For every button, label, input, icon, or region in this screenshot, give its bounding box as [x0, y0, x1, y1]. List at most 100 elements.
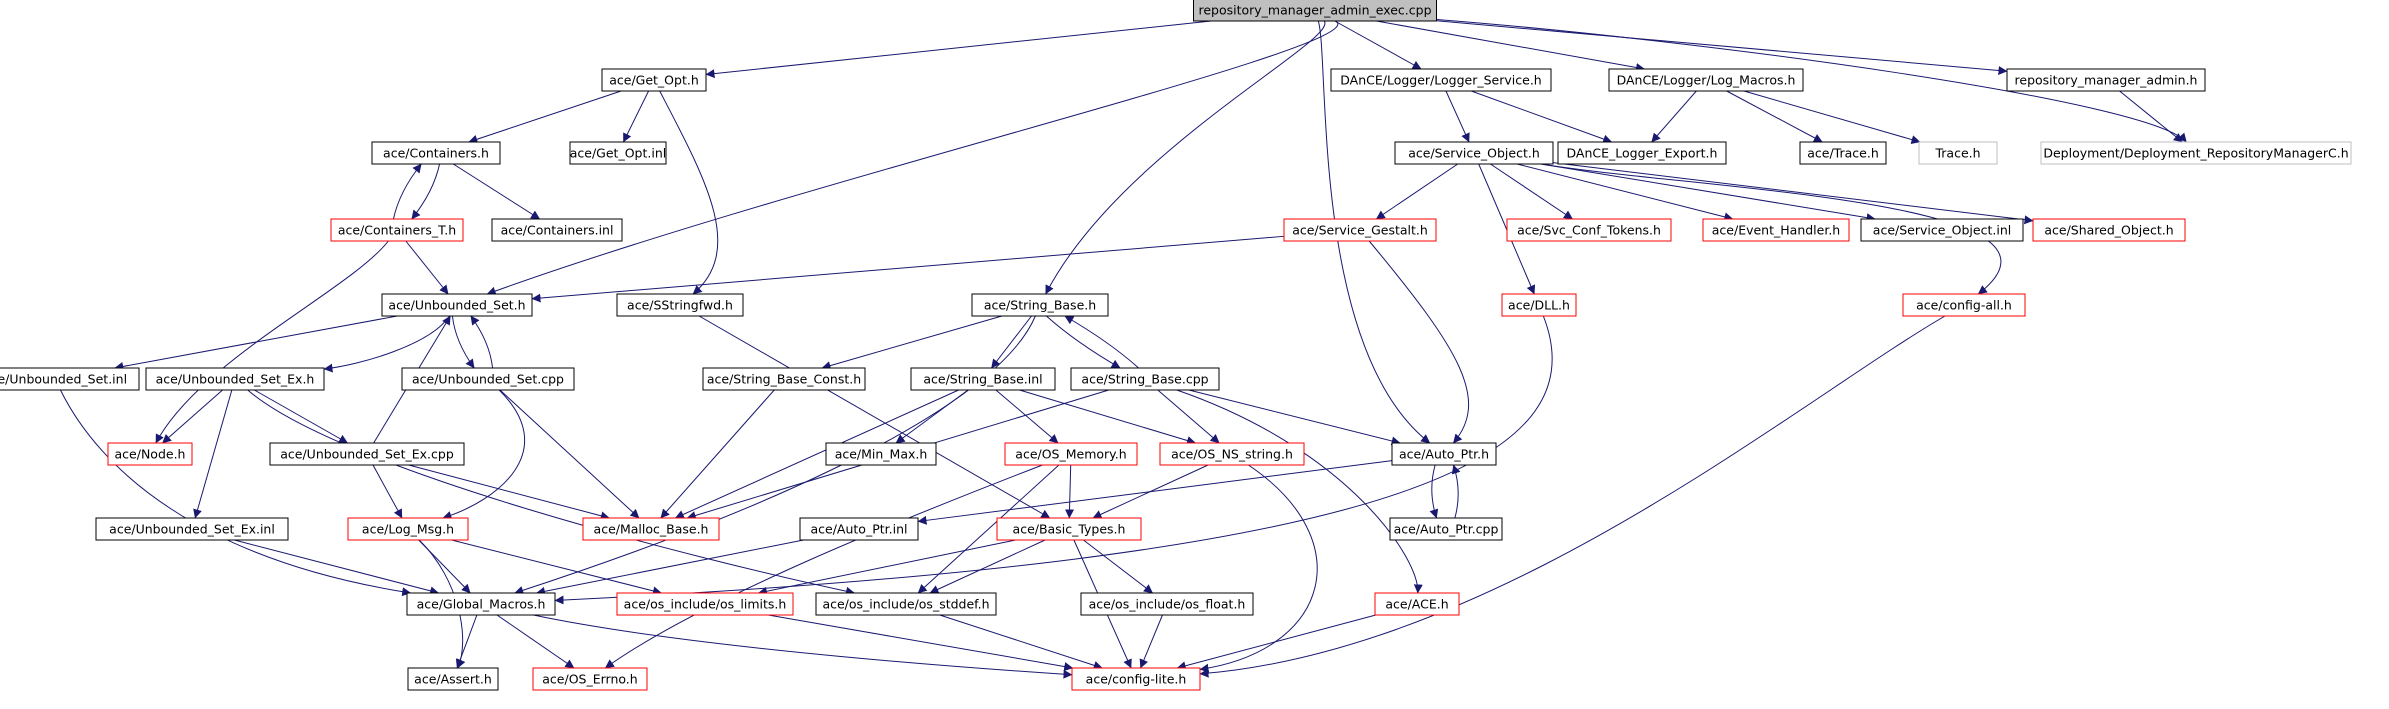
- node-box-ace[interactable]: [1374, 592, 1460, 616]
- node-box-gestalt[interactable]: [1283, 218, 1437, 242]
- node-box-autoptrinl[interactable]: [799, 517, 919, 541]
- node-autoptrcpp[interactable]: ace/Auto_Ptr.cpp: [1389, 517, 1503, 541]
- node-osmem[interactable]: ace/OS_Memory.h: [1004, 442, 1138, 466]
- node-box-basictypes[interactable]: [996, 517, 1142, 541]
- node-logexp[interactable]: DAnCE_Logger_Export.h: [1557, 141, 1727, 165]
- node-strbaseinl[interactable]: ace/String_Base.inl: [910, 367, 1056, 391]
- node-unbset[interactable]: ace/Unbounded_Set.h: [381, 293, 533, 317]
- node-box-unbsetexinl[interactable]: [95, 517, 289, 541]
- node-box-minmax[interactable]: [825, 442, 937, 466]
- node-assert[interactable]: ace/Assert.h: [407, 667, 499, 691]
- node-box-cfglite[interactable]: [1071, 667, 1201, 691]
- node-oserrno[interactable]: ace/OS_Errno.h: [532, 667, 648, 691]
- node-box-sharedobj[interactable]: [2032, 218, 2186, 242]
- node-box-cfgall[interactable]: [1902, 293, 2026, 317]
- node-svcconf[interactable]: ace/Svc_Conf_Tokens.h: [1506, 218, 1672, 242]
- node-traceb[interactable]: Trace.h: [1918, 141, 1998, 165]
- node-strconst[interactable]: ace/String_Base_Const.h: [702, 367, 866, 391]
- node-mallocbase[interactable]: ace/Malloc_Base.h: [582, 517, 720, 541]
- node-continl[interactable]: ace/Containers.inl: [491, 218, 623, 242]
- node-sstring[interactable]: ace/SStringfwd.h: [616, 293, 744, 317]
- node-box-continl[interactable]: [491, 218, 623, 242]
- node-logsvc[interactable]: DAnCE/Logger/Logger_Service.h: [1330, 68, 1552, 92]
- node-box-containers[interactable]: [371, 141, 501, 165]
- node-tracea[interactable]: ace/Trace.h: [1799, 141, 1887, 165]
- node-box-unbset[interactable]: [381, 293, 533, 317]
- node-box-strbase[interactable]: [971, 293, 1109, 317]
- node-minmax[interactable]: ace/Min_Max.h: [825, 442, 937, 466]
- node-box-osfloat[interactable]: [1080, 592, 1254, 616]
- node-unbsetinl[interactable]: ace/Unbounded_Set.inl: [0, 367, 140, 391]
- node-box-osmem[interactable]: [1004, 442, 1138, 466]
- node-box-strbasecpp[interactable]: [1070, 367, 1220, 391]
- node-box-strbaseinl[interactable]: [910, 367, 1056, 391]
- node-cfgall[interactable]: ace/config-all.h: [1902, 293, 2026, 317]
- node-box-autoptrcpp[interactable]: [1389, 517, 1503, 541]
- node-strbase[interactable]: ace/String_Base.h: [971, 293, 1109, 317]
- node-autoptr[interactable]: ace/Auto_Ptr.h: [1391, 442, 1497, 466]
- node-strbasecpp[interactable]: ace/String_Base.cpp: [1070, 367, 1220, 391]
- node-logmac[interactable]: DAnCE/Logger/Log_Macros.h: [1608, 68, 1804, 92]
- node-osstddef[interactable]: ace/os_include/os_stddef.h: [815, 592, 997, 616]
- node-gestalt[interactable]: ace/Service_Gestalt.h: [1283, 218, 1437, 242]
- node-getopt[interactable]: ace/Get_Opt.h: [601, 68, 707, 92]
- node-box-osnsstr[interactable]: [1159, 442, 1305, 466]
- node-box-sstring[interactable]: [616, 293, 744, 317]
- node-box-tracea[interactable]: [1799, 141, 1887, 165]
- node-basictypes[interactable]: ace/Basic_Types.h: [996, 517, 1142, 541]
- node-getoptinl[interactable]: ace/Get_Opt.inl: [569, 141, 667, 165]
- node-box-logexp[interactable]: [1557, 141, 1727, 165]
- node-autoptrinl[interactable]: ace/Auto_Ptr.inl: [799, 517, 919, 541]
- node-evhand[interactable]: ace/Event_Handler.h: [1702, 218, 1850, 242]
- node-box-node[interactable]: [107, 442, 193, 466]
- node-box-mallocbase[interactable]: [582, 517, 720, 541]
- node-box-getopt[interactable]: [601, 68, 707, 92]
- node-root[interactable]: repository_manager_admin_exec.cpp: [1193, 0, 1437, 22]
- node-dll[interactable]: ace/DLL.h: [1501, 293, 1577, 317]
- node-box-unbsetinl[interactable]: [0, 367, 140, 391]
- node-box-rmah[interactable]: [2006, 68, 2206, 92]
- node-box-strconst[interactable]: [702, 367, 866, 391]
- node-box-unbsetexcpp[interactable]: [269, 442, 465, 466]
- node-box-oserrno[interactable]: [532, 667, 648, 691]
- node-unbsetexinl[interactable]: ace/Unbounded_Set_Ex.inl: [95, 517, 289, 541]
- node-box-svcconf[interactable]: [1506, 218, 1672, 242]
- node-box-traceb[interactable]: [1918, 141, 1998, 165]
- node-svcobj[interactable]: ace/Service_Object.h: [1394, 141, 1554, 165]
- node-unbsetex[interactable]: ace/Unbounded_Set_Ex.h: [145, 367, 325, 391]
- node-box-oslimits[interactable]: [616, 592, 794, 616]
- node-box-autoptr[interactable]: [1391, 442, 1497, 466]
- node-unbsetcpp[interactable]: ace/Unbounded_Set.cpp: [401, 367, 575, 391]
- node-box-getoptinl[interactable]: [569, 141, 667, 165]
- node-box-logmsg[interactable]: [347, 517, 469, 541]
- node-logmsg[interactable]: ace/Log_Msg.h: [347, 517, 469, 541]
- node-box-evhand[interactable]: [1702, 218, 1850, 242]
- node-sharedobj[interactable]: ace/Shared_Object.h: [2032, 218, 2186, 242]
- node-box-globmac[interactable]: [406, 592, 556, 616]
- node-box-unbsetcpp[interactable]: [401, 367, 575, 391]
- node-cfglite[interactable]: ace/config-lite.h: [1071, 667, 1201, 691]
- node-contT[interactable]: ace/Containers_T.h: [330, 218, 464, 242]
- node-box-dll[interactable]: [1501, 293, 1577, 317]
- node-box-logmac[interactable]: [1608, 68, 1804, 92]
- node-deploy[interactable]: Deployment/Deployment_RepositoryManagerC…: [2040, 141, 2352, 165]
- node-osfloat[interactable]: ace/os_include/os_float.h: [1080, 592, 1254, 616]
- node-node[interactable]: ace/Node.h: [107, 442, 193, 466]
- node-unbsetexcpp[interactable]: ace/Unbounded_Set_Ex.cpp: [269, 442, 465, 466]
- node-osnsstr[interactable]: ace/OS_NS_string.h: [1159, 442, 1305, 466]
- node-ace[interactable]: ace/ACE.h: [1374, 592, 1460, 616]
- node-box-osstddef[interactable]: [815, 592, 997, 616]
- node-box-logsvc[interactable]: [1330, 68, 1552, 92]
- node-globmac[interactable]: ace/Global_Macros.h: [406, 592, 556, 616]
- node-box-deploy[interactable]: [2040, 141, 2352, 165]
- node-box-svcobj[interactable]: [1394, 141, 1554, 165]
- node-oslimits[interactable]: ace/os_include/os_limits.h: [616, 592, 794, 616]
- node-containers[interactable]: ace/Containers.h: [371, 141, 501, 165]
- node-svcobjinl[interactable]: ace/Service_Object.inl: [1860, 218, 2024, 242]
- node-box-contT[interactable]: [330, 218, 464, 242]
- node-box-svcobjinl[interactable]: [1860, 218, 2024, 242]
- node-box-root[interactable]: [1193, 0, 1437, 22]
- node-box-assert[interactable]: [407, 667, 499, 691]
- node-box-unbsetex[interactable]: [145, 367, 325, 391]
- node-rmah[interactable]: repository_manager_admin.h: [2006, 68, 2206, 92]
